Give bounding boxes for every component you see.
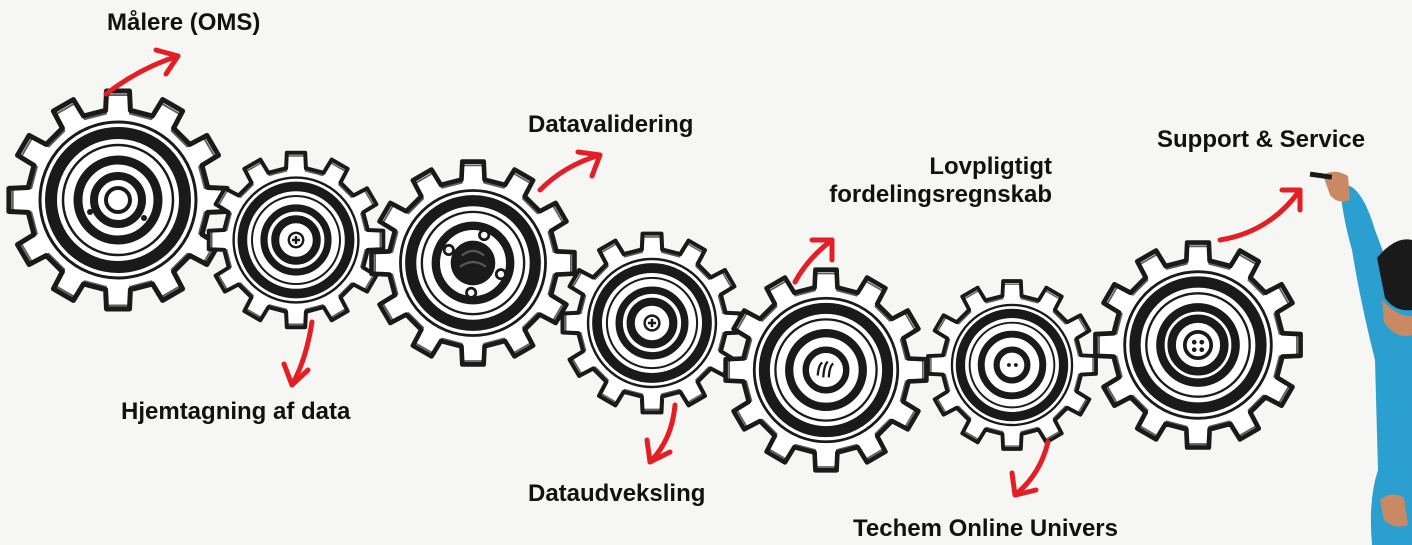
gear-icon	[9, 91, 227, 309]
label-lovpligtigt: Lovpligtigt fordelingsregnskab	[780, 153, 1052, 208]
arrow-icon	[537, 149, 603, 193]
label-lovpligtigt-line2: fordelingsregnskab	[829, 180, 1052, 208]
label-techem: Techem Online Univers	[853, 515, 1118, 542]
gear-icon	[372, 162, 575, 365]
label-support: Support & Service	[1157, 126, 1366, 153]
arrow-icon	[644, 402, 678, 465]
arrow-icon	[792, 237, 835, 285]
label-hjemtagning: Hjemtagning af data	[121, 398, 351, 425]
gear-icon	[726, 270, 927, 471]
gear-icon	[928, 281, 1096, 449]
marker-pen	[1309, 171, 1333, 180]
gear-icon	[209, 153, 384, 327]
gear-icon	[1095, 243, 1300, 448]
label-datavalidering: Datavalidering	[528, 111, 694, 138]
label-lovpligtigt-line1: Lovpligtigt	[929, 153, 1052, 180]
arrow-icon	[103, 47, 181, 97]
arrow-icon	[1217, 187, 1303, 243]
label-dataudveksling: Dataudveksling	[528, 480, 706, 507]
presenter-figure	[1309, 171, 1412, 545]
label-malere: Målere (OMS)	[107, 9, 261, 36]
gear-icon	[563, 234, 742, 413]
arrow-icon	[1009, 439, 1051, 498]
arrow-icon	[281, 319, 315, 388]
